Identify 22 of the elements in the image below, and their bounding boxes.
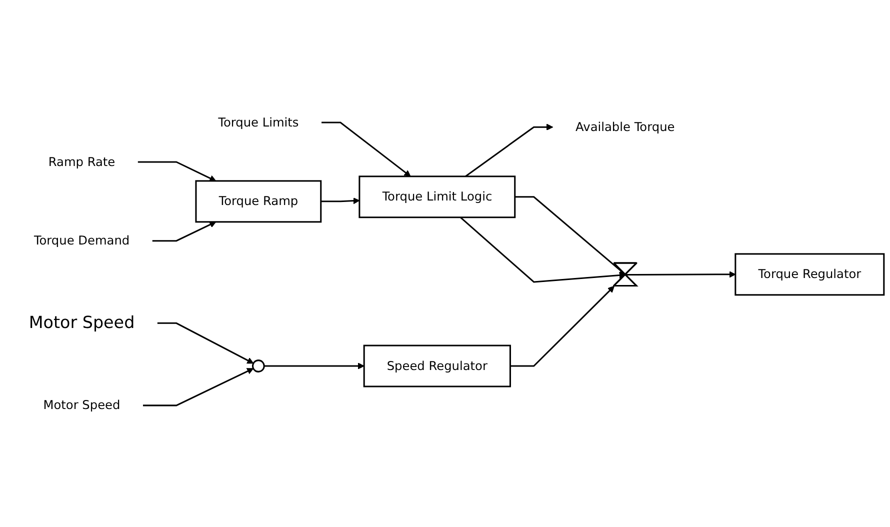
arrow (465, 123, 554, 176)
node-box: Torque Regulator (734, 252, 885, 296)
node-text: Torque Limits (218, 114, 299, 129)
arrow (626, 270, 736, 278)
arrow (152, 221, 216, 242)
node-box: Torque Ramp (195, 180, 322, 222)
arrow (460, 216, 626, 282)
arrow (320, 196, 360, 204)
arrow (264, 362, 364, 369)
node-box: Speed Regulator (363, 344, 511, 387)
arrow (157, 322, 254, 364)
arrow (510, 285, 614, 366)
node-text: Motor Speed (28, 313, 135, 332)
arrow (138, 160, 216, 181)
node-text: Available Torque (576, 119, 675, 134)
node-text: Motor Speed (43, 397, 120, 412)
node-text: Ramp Rate (48, 154, 116, 168)
arrow (142, 368, 254, 406)
node-box: Torque Limit Logic (358, 175, 516, 218)
node-circle (252, 359, 265, 372)
node-text: Torque Demand (34, 232, 130, 248)
arrow (322, 121, 411, 176)
